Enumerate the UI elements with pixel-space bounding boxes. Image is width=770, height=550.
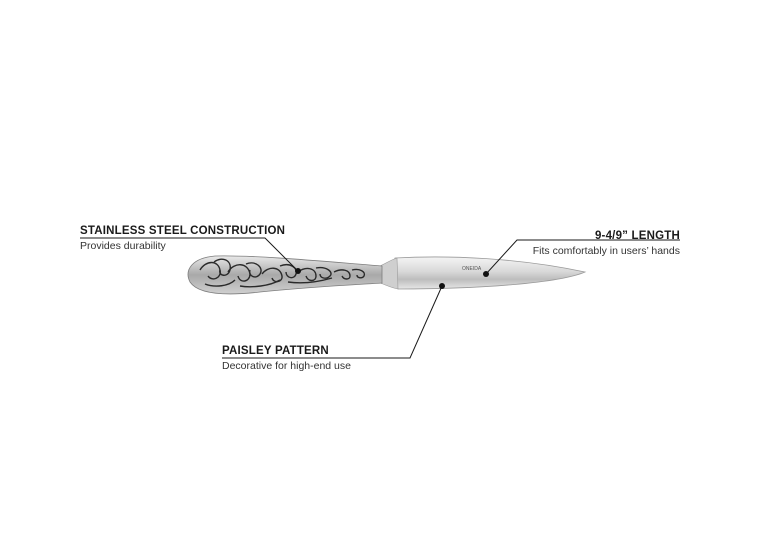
- paisley-ornament: [199, 258, 366, 288]
- callout-description: Provides durability: [80, 240, 166, 252]
- callout-paisley-pattern: PAISLEY PATTERN Decorative for high-end …: [222, 345, 351, 373]
- knife-neck: [379, 257, 399, 290]
- marker-dot-paisley: [439, 283, 445, 289]
- callout-length: 9-4/9” LENGTH Fits comfortably in users’…: [520, 230, 680, 258]
- leader-lines: [80, 237, 680, 359]
- leader-line-steel: [80, 237, 299, 272]
- marker-dot-length: [483, 271, 489, 277]
- callout-description: Fits comfortably in users’ hands: [532, 245, 680, 257]
- leader-line-length: [485, 239, 680, 275]
- callout-description: Decorative for high-end use: [222, 360, 351, 372]
- callout-title: 9-4/9” LENGTH: [594, 230, 680, 242]
- callout-steel-construction: STAINLESS STEEL CONSTRUCTION Provides du…: [80, 225, 285, 253]
- knife-blade: [392, 256, 587, 290]
- marker-dot-steel: [295, 268, 301, 274]
- callout-title: PAISLEY PATTERN: [222, 345, 329, 357]
- callout-title: STAINLESS STEEL CONSTRUCTION: [80, 225, 286, 237]
- blade-brand-mark: ONEIDA: [462, 266, 482, 272]
- leader-line-paisley: [222, 285, 443, 359]
- knife-handle: [187, 255, 383, 295]
